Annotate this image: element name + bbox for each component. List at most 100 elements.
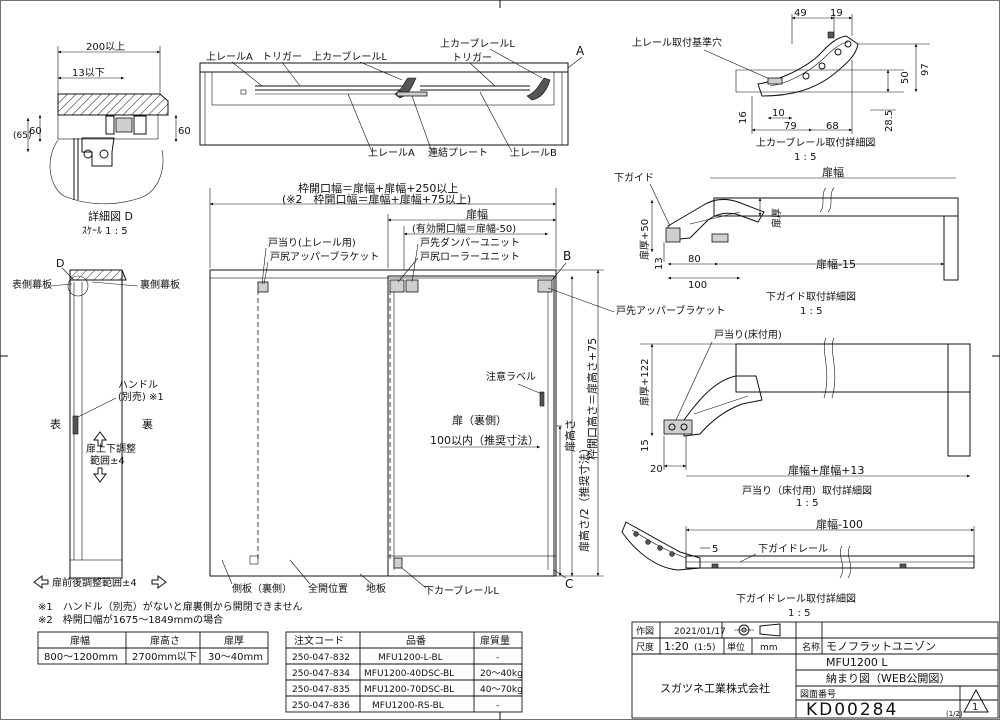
dim-80: 80 [688, 254, 701, 265]
label-upper-rail-a-top: 上レールA [206, 51, 253, 63]
upper-rail-callouts: 上レールA トリガー 上カーブレールL 上カーブレールL トリガー A 上レール… [206, 37, 585, 159]
dim-60-left: 60 [29, 126, 42, 137]
dim-frame-height: 枠開口高さ＝扉高さ+75 [585, 338, 599, 460]
dim-49: 49 [794, 8, 807, 19]
label-front-valance: 表側幕板 [12, 278, 52, 291]
drawing-number: KD00284 [806, 700, 898, 720]
order-row-1-code: 250-047-832 [292, 653, 350, 663]
marker-d: D [56, 257, 64, 270]
label-front-back-adjust: 扉前後調整範囲±4 [52, 576, 137, 589]
label-front-side: 表 [50, 417, 61, 431]
note-2: ※2 枠開口幅が1675～1849mmの場合 [38, 613, 223, 626]
detail-d-view: 200以上 13以下 (65) 60 60 詳細図 D ｽｹｰﾙ 1 : 5 [13, 41, 191, 237]
order-row-1-mass: - [496, 653, 499, 663]
dim-double-width: 扉幅+扉幅+13 [788, 464, 864, 477]
floor-stop-detail-title: 戸当り（床付用）取付詳細図 [742, 484, 872, 497]
dim-5: 5 [712, 544, 718, 555]
label-handle: ハンドル [118, 380, 158, 391]
front-elevation-view: 枠開口幅＝扉幅+扉幅+250以上 (※2 枠開口幅＝扉幅+扉幅+75以上) 扉幅… [209, 181, 725, 597]
dim-stop-15: 15 [640, 439, 651, 452]
floor-stop-detail-view: 戸当り(床付用) 扉厚+122 15 20 扉幅+扉幅+13 戸当り（床付用）取… [638, 328, 971, 509]
detail-d-scale: ｽｹｰﾙ 1 : 5 [82, 225, 128, 237]
lower-guide-detail-view: 下ガイド 扉幅 扉厚+50 13 扉厚 80 100 扉幅-15 下ガイド取付詳… [614, 166, 959, 317]
order-table: 注文コード 品番 扉質量 250-047-832 MFU1200-L-BL - … [285, 631, 523, 713]
dim-frame-width: 枠開口幅＝扉幅+扉幅+250以上 [298, 181, 458, 195]
label-name: 名称 [802, 641, 820, 653]
dim-97: 97 [920, 63, 931, 76]
label-side-board: 側板（裏側） [232, 582, 292, 595]
order-row-4-mass: - [496, 701, 499, 711]
dim-door-width-minus-15: 扉幅-15 [816, 258, 856, 271]
dim-door-width-minus-100: 扉幅-100 [816, 518, 863, 531]
label-upper-curve-rail-left: 上カーブレールL [312, 50, 387, 63]
dim-recommended-100: 100以内（推奨寸法） [430, 433, 539, 447]
lower-guide-detail-title: 下ガイド取付詳細図 [766, 290, 856, 303]
label-connecting-plate: 連結プレート [428, 146, 488, 159]
dim-door-thickness-122: 扉厚+122 [638, 359, 651, 406]
label-scale: 尺度 [636, 641, 654, 653]
order-header-mass: 扉質量 [480, 634, 510, 647]
label-lower-guide: 下ガイド [614, 172, 654, 184]
label-door-back: 扉（裏側） [452, 413, 507, 427]
order-header-part: 品番 [406, 635, 426, 647]
label-lower-guide-rail: 下ガイドレール [758, 543, 828, 555]
dim-60-right: 60 [178, 126, 191, 137]
label-door-adjust-1: 扉上下調整 [86, 442, 136, 455]
upper-rail-section-view [199, 62, 569, 146]
dim-effective-width: (有効開口幅＝扉幅-50) [412, 222, 516, 235]
title-block: 作図 2021/01/17 尺度 1:20 (1:5) 単位 mm 名称 モノフ… [631, 621, 999, 720]
detail-d-title: 詳細図 D [88, 209, 133, 223]
order-row-2-code: 250-047-834 [292, 669, 350, 679]
drawn-date: 2021/01/17 [674, 627, 726, 637]
model-name: MFU1200 L [826, 656, 888, 669]
label-door-stop-upper: 戸当り(上レール用) [268, 236, 356, 249]
spec-cell-thickness: 30～40mm [208, 652, 263, 663]
spec-cell-height: 2700mm以下 [132, 652, 197, 663]
revision-number: 1 [972, 702, 978, 713]
scale-value: 1:20 [664, 640, 689, 653]
order-header-code: 注文コード [294, 634, 344, 647]
page-number: (1/2) [946, 710, 963, 718]
label-upper-rail-a-bottom: 上レールA [368, 147, 415, 159]
order-row-3-mass: 40～70kg [480, 685, 523, 695]
label-back-valance: 裏側幕板 [140, 278, 180, 291]
curve-rail-detail-title: 上カーブレール取付詳細図 [756, 136, 875, 149]
marker-b: B [563, 249, 571, 263]
label-damper-unit: 戸先ダンパーユニット [420, 236, 520, 249]
spec-header-width: 扉幅 [70, 634, 90, 647]
order-row-2-part: MFU1200-40DSC-BL [364, 669, 454, 679]
dim-68: 68 [826, 121, 839, 132]
label-roller-unit: 戸尻ローラーユニット [420, 251, 520, 263]
label-door-adjust-2: 範囲±4 [90, 454, 125, 467]
company-name: スガツネ工業株式会社 [660, 681, 770, 695]
dim-half-height: 扉高さ/2（推奨寸法） [577, 442, 591, 552]
projection-symbol-icon [734, 623, 781, 637]
curve-rail-detail-view: 49 19 上レール取付基準穴 50 97 10 79 68 16 28.5 [632, 8, 931, 163]
dim-frame-width-note: (※2 枠開口幅＝扉幅+扉幅+75以上) [282, 192, 471, 206]
dim-guide-13: 13 [654, 257, 665, 270]
label-trigger-left: トリガー [262, 51, 302, 63]
notes-block: ※1 ハンドル（別売）がないと扉裏側から開閉できません ※2 枠開口幅が1675… [38, 600, 302, 626]
label-caution: 注意ラベル [486, 370, 536, 383]
dim-door-width: 扉幅 [466, 208, 488, 221]
label-door-tip-bracket: 戸先アッパーブラケット [616, 304, 725, 317]
order-row-1-part: MFU1200-L-BL [378, 653, 443, 663]
marker-a: A [576, 44, 585, 58]
label-lower-curve-rail: 下カーブレールL [424, 584, 499, 597]
dim-guide-door-width: 扉幅 [822, 166, 844, 179]
dim-stop-20: 20 [650, 464, 663, 475]
product-name: モノフラットユニゾン [826, 640, 936, 653]
spec-header-thickness: 扉厚 [224, 634, 244, 647]
label-unit: 単位 [727, 641, 745, 653]
lower-guide-rail-detail-scale: 1 : 5 [788, 608, 810, 619]
dim-13: 13以下 [72, 68, 105, 79]
dim-79: 79 [784, 121, 797, 132]
label-full-open: 全開位置 [308, 582, 348, 595]
unit-value: mm [760, 643, 778, 653]
dim-100: 100 [688, 280, 707, 291]
label-door-stop-floor: 戸当り(床付用) [714, 328, 782, 341]
lower-guide-rail-detail-view: 扉幅-100 5 下ガイドレール 下ガイドレール取付詳細図 1 : 5 [621, 518, 975, 619]
floor-stop-detail-scale: 1 : 5 [796, 498, 818, 509]
order-row-3-part: MFU1200-70DSC-BL [364, 685, 454, 695]
